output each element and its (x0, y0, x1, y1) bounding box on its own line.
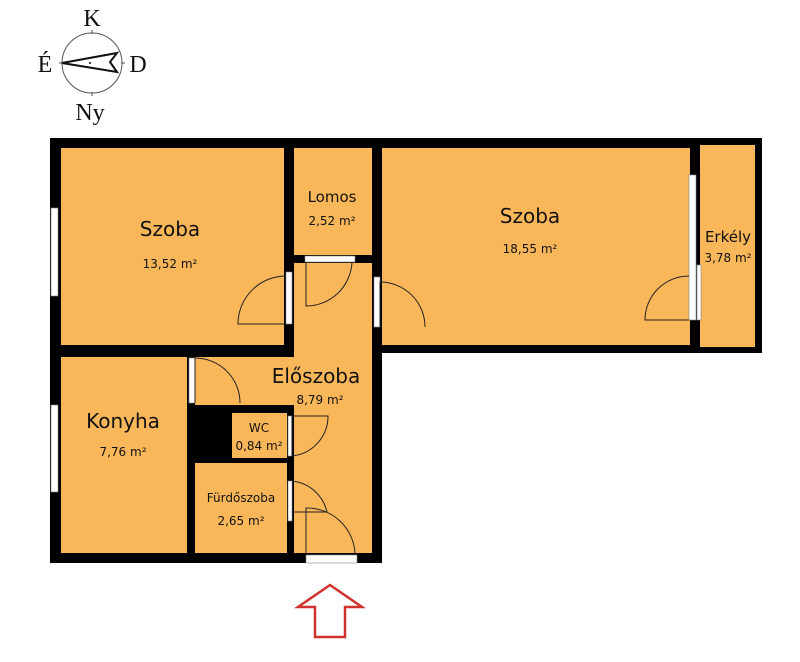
room-name: Lomos (308, 188, 357, 206)
room-name: Erkély (705, 228, 751, 246)
room-name: Előszoba (272, 364, 361, 388)
compass-east: D (129, 52, 146, 78)
room-area: 18,55 m² (503, 242, 558, 256)
room-area: 3,78 m² (704, 251, 751, 265)
room-area: 13,52 m² (143, 257, 198, 271)
doors (188, 255, 690, 564)
room-area: 7,76 m² (99, 445, 146, 459)
entrance-arrow-icon (293, 583, 367, 639)
compass-south: Ny (75, 100, 104, 126)
room-area: 2,52 m² (308, 214, 355, 228)
entrance-door (305, 554, 358, 564)
room-area: 8,79 m² (296, 393, 343, 407)
room-name: Fürdőszoba (207, 491, 275, 505)
compass: K É D Ny (38, 6, 147, 126)
room-name: Konyha (86, 409, 160, 433)
compass-west: É (38, 52, 53, 78)
room-name: Szoba (140, 217, 200, 241)
room-area: 0,84 m² (235, 439, 282, 453)
compass-north: K (83, 6, 101, 32)
room-area: 2,65 m² (217, 514, 264, 528)
windows (50, 174, 702, 493)
compass-needle-icon (61, 51, 120, 74)
room-labels: Szoba 13,52 m² Lomos 2,52 m² Szoba 18,55… (86, 188, 752, 528)
room-floors (61, 145, 755, 553)
room-name: WC (249, 421, 269, 435)
room-name: Szoba (500, 204, 560, 228)
